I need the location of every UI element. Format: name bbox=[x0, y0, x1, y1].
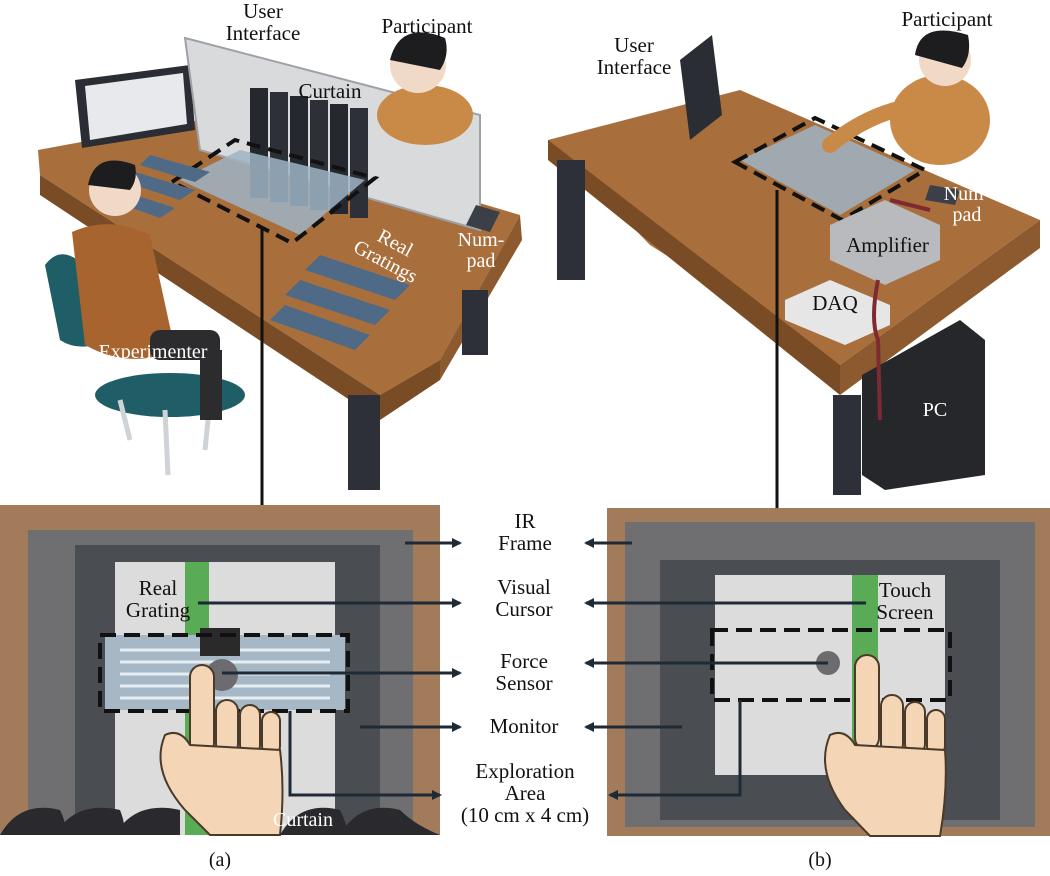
experimenter-a bbox=[72, 160, 222, 420]
label-participant-a: Participant bbox=[381, 14, 473, 38]
amplifier-box bbox=[830, 200, 940, 285]
label-ir-frame: IR Frame bbox=[498, 509, 552, 556]
label-touch-screen-inset: Touch Screen bbox=[876, 578, 934, 625]
inset-a-hand bbox=[159, 664, 284, 836]
label-visual-cursor: Visual Cursor bbox=[495, 575, 553, 622]
label-real-grating-inset: Real Grating bbox=[125, 576, 191, 623]
label-user-interface-a: User Interface bbox=[225, 0, 301, 46]
inset-b bbox=[607, 508, 1050, 837]
table-leg-a2 bbox=[462, 290, 488, 355]
label-curtain-a: Curtain bbox=[298, 79, 362, 103]
table-leg-a1 bbox=[348, 395, 380, 490]
cable-b bbox=[872, 279, 882, 421]
table-leg-b1 bbox=[557, 160, 585, 280]
table-leg-b2 bbox=[833, 395, 861, 495]
label-amplifier: Amplifier bbox=[846, 233, 929, 257]
label-numpad-b: Num- pad bbox=[943, 183, 991, 226]
numpad-a bbox=[466, 205, 500, 232]
table-edge-b bbox=[548, 140, 840, 395]
caption-a: (a) bbox=[208, 849, 232, 871]
label-exploration-area: Exploration Area (10 cm x 4 cm) bbox=[460, 759, 590, 828]
daq-box bbox=[785, 280, 890, 345]
label-daq: DAQ bbox=[812, 291, 858, 315]
real-gratings-a bbox=[110, 155, 410, 350]
table-top-b bbox=[548, 90, 1040, 365]
participant-a bbox=[377, 32, 473, 145]
participant-b bbox=[822, 30, 990, 165]
numpad-b bbox=[925, 185, 960, 205]
monitor-screen-a bbox=[85, 73, 187, 140]
inset-b-exploration-box bbox=[710, 628, 952, 702]
table-edge-a bbox=[40, 175, 440, 420]
label-experimenter: Experimenter bbox=[98, 341, 208, 363]
panel-a-scene bbox=[38, 32, 522, 510]
caption-b: (b) bbox=[808, 849, 832, 871]
label-participant-b: Participant bbox=[901, 7, 993, 31]
inset-a bbox=[0, 505, 440, 836]
label-curtain-inset: Curtain bbox=[273, 809, 333, 831]
label-numpad-a: Num- pad bbox=[457, 229, 505, 272]
label-force-sensor: Force Sensor bbox=[495, 649, 553, 696]
device-a-dashed-box bbox=[168, 137, 380, 246]
inset-a-curtain bbox=[0, 807, 440, 835]
table-right-edge-b bbox=[840, 220, 1040, 395]
device-b bbox=[740, 125, 915, 215]
center-arrows bbox=[198, 538, 866, 800]
monitor-b bbox=[680, 35, 722, 140]
panel-b-scene bbox=[548, 30, 1040, 508]
inset-b-hand bbox=[824, 654, 947, 837]
label-monitor: Monitor bbox=[489, 714, 559, 738]
pc-tower bbox=[862, 320, 985, 490]
label-pc: PC bbox=[922, 399, 948, 421]
cable-b2 bbox=[889, 198, 931, 212]
inset-a-sensor-mount bbox=[200, 628, 240, 656]
label-user-interface-b: User Interface bbox=[596, 33, 672, 80]
device-a bbox=[180, 150, 365, 235]
